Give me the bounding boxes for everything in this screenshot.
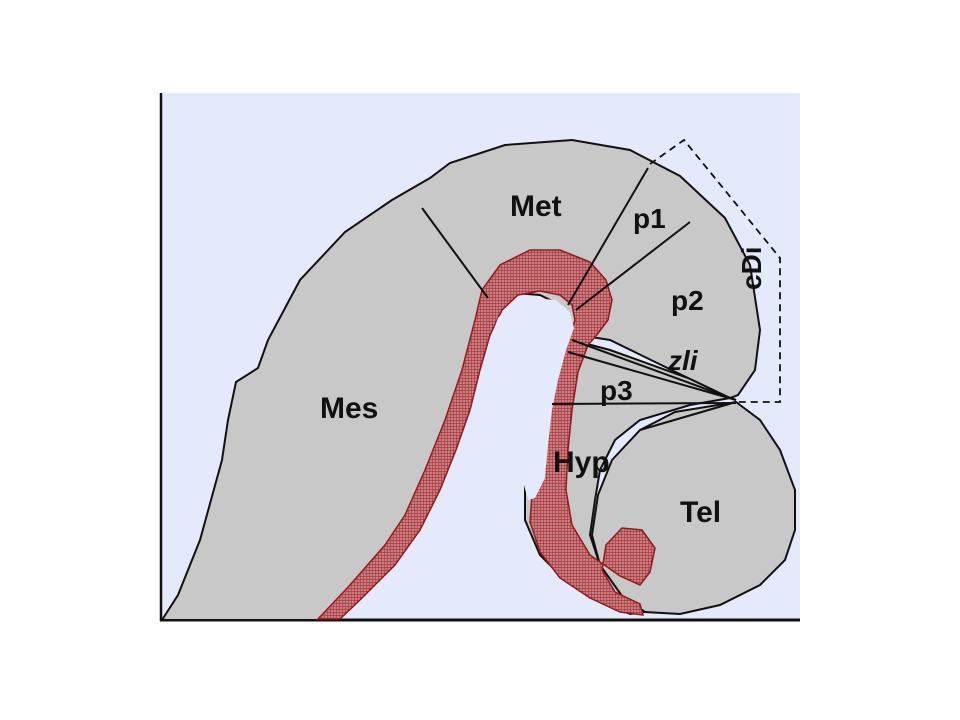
zli-lower-line: [567, 351, 737, 401]
label-tel: Tel: [680, 496, 721, 529]
label-mes: Mes: [320, 392, 378, 425]
mes-met-boundary: [421, 207, 489, 299]
ventricular-band: [316, 249, 656, 620]
zli-upper-line: [571, 339, 737, 401]
p3-hyp-boundary: [551, 402, 737, 405]
hyp-tel-boundary: [639, 401, 737, 431]
label-hyp: Hyp: [553, 446, 610, 479]
label-met: Met: [510, 190, 562, 223]
label-p1: p1: [633, 203, 666, 234]
p1-p2-boundary: [575, 221, 691, 311]
label-zli: zli: [667, 345, 699, 376]
ventricle-cavity: [480, 298, 574, 500]
label-p3: p3: [600, 375, 633, 406]
label-cdi: cDi: [736, 246, 767, 290]
met-p1-boundary: [567, 167, 649, 306]
cdi-bracket: [649, 138, 781, 403]
label-p2: p2: [671, 285, 704, 316]
